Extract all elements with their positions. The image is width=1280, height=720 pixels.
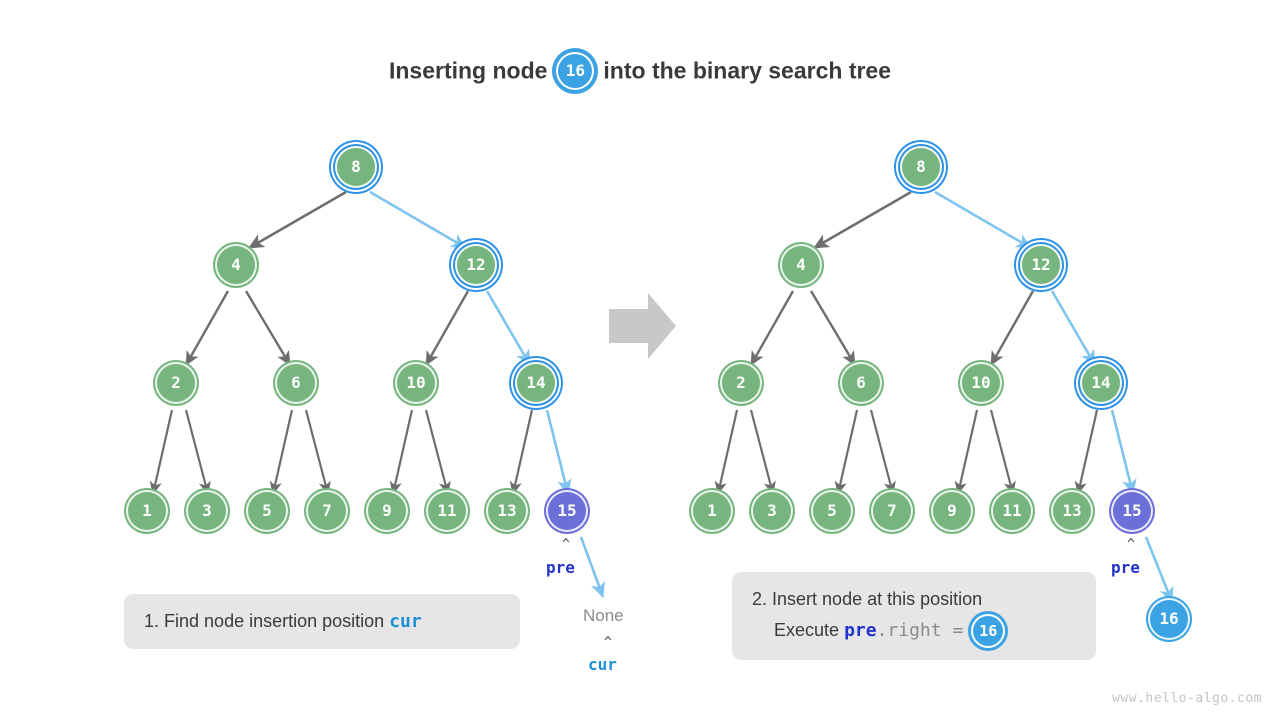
caption-1-step: 1. [144,611,160,631]
tree-node-3[interactable]: 3 [751,490,793,532]
transition-arrow-icon [609,293,676,359]
caption-2-node-badge: 16 [971,614,1006,648]
tree-node-12[interactable]: 12 [455,244,497,286]
tree-node-2[interactable]: 2 [155,362,197,404]
pointer-label-pre: pre [1111,558,1140,577]
page-title: Inserting node 16 into the binary search t… [0,52,1280,90]
caption-1-text: Find node insertion position [164,611,385,631]
edge-12-10 [424,290,470,366]
edge-8-4 [248,190,347,250]
tree-node-13[interactable]: 13 [486,490,528,532]
edge-10-9 [954,409,979,495]
watermark: www.hello-algo.com [1112,691,1262,706]
edge-4-6 [809,290,857,366]
tree-node-11[interactable]: 11 [991,490,1033,532]
tree-node-6[interactable]: 6 [840,362,882,404]
edges-after [714,190,1174,603]
tree-node-5[interactable]: 5 [246,490,288,532]
edge-10-9 [389,409,414,495]
caption-2-execute: Execute [774,619,840,640]
edge-6-5 [269,409,294,495]
pointer-label-cur: cur [588,655,617,674]
edge-2-1 [149,409,174,495]
edge-2-3 [184,409,211,495]
pre-caret-icon: ^ [562,537,570,552]
edge-2-3 [749,409,776,495]
caption-step-1: 1. Find node insertion position cur [124,594,520,649]
edges-before [149,190,605,598]
caption-2-step: 2. [752,589,768,609]
edge-8-4 [813,190,912,250]
tree-node-11[interactable]: 11 [426,490,468,532]
tree-node-14[interactable]: 14 [515,362,557,404]
caption-1-keyword: cur [389,611,422,632]
tree-node-13[interactable]: 13 [1051,490,1093,532]
tree-node-12[interactable]: 12 [1020,244,1062,286]
pre-caret-icon: ^ [1127,537,1135,552]
edge-14-15 [545,409,572,496]
none-label: None [583,606,624,625]
tree-node-7[interactable]: 7 [871,490,913,532]
edge-10-11 [989,409,1016,495]
title-prefix: Inserting node [388,57,548,84]
edge-6-5 [834,409,859,495]
tree-node-5[interactable]: 5 [811,490,853,532]
caption-step-2: 2. Insert node at this position Execute … [732,572,1096,660]
caption-2-var: pre [844,619,877,641]
tree-node-15[interactable]: 15 [1111,490,1153,532]
edge-12-10 [989,290,1035,366]
tree-node-15[interactable]: 15 [546,490,588,532]
edge-12-14 [1050,290,1097,366]
tree-node-6[interactable]: 6 [275,362,317,404]
tree-node-8[interactable]: 8 [335,146,377,188]
pointer-label-pre: pre [546,558,575,577]
caption-2-field: .right = [876,619,964,641]
tree-node-9[interactable]: 9 [931,490,973,532]
edge-14-13 [509,409,534,495]
edge-6-7 [304,409,331,495]
edge-4-6 [244,290,292,366]
tree-node-2[interactable]: 2 [720,362,762,404]
tree-node-9[interactable]: 9 [366,490,408,532]
tree-node-10[interactable]: 10 [960,362,1002,404]
cur-caret-icon: ^ [604,635,612,650]
edge-15-16 [1144,536,1174,603]
edge-10-11 [424,409,451,495]
edge-8-12 [369,190,467,250]
title-suffix: into the binary search tree [603,57,892,84]
tree-node-4[interactable]: 4 [780,244,822,286]
edge-15-none [579,536,605,598]
tree-node-10[interactable]: 10 [395,362,437,404]
tree-node-14[interactable]: 14 [1080,362,1122,404]
tree-node-1[interactable]: 1 [126,490,168,532]
edge-12-14 [485,290,532,366]
edge-6-7 [869,409,896,495]
tree-node-1[interactable]: 1 [691,490,733,532]
edge-4-2 [749,290,795,366]
edge-8-12 [934,190,1032,250]
tree-node-7[interactable]: 7 [306,490,348,532]
tree-node-16[interactable]: 16 [1148,598,1190,640]
tree-node-4[interactable]: 4 [215,244,257,286]
title-node-badge: 16 [556,52,595,90]
tree-node-8[interactable]: 8 [900,146,942,188]
tree-node-3[interactable]: 3 [186,490,228,532]
edge-14-13 [1074,409,1099,495]
edge-2-1 [714,409,739,495]
caption-2-line1: Insert node at this position [772,589,983,609]
edge-4-2 [184,290,230,366]
edge-14-15 [1110,409,1137,496]
